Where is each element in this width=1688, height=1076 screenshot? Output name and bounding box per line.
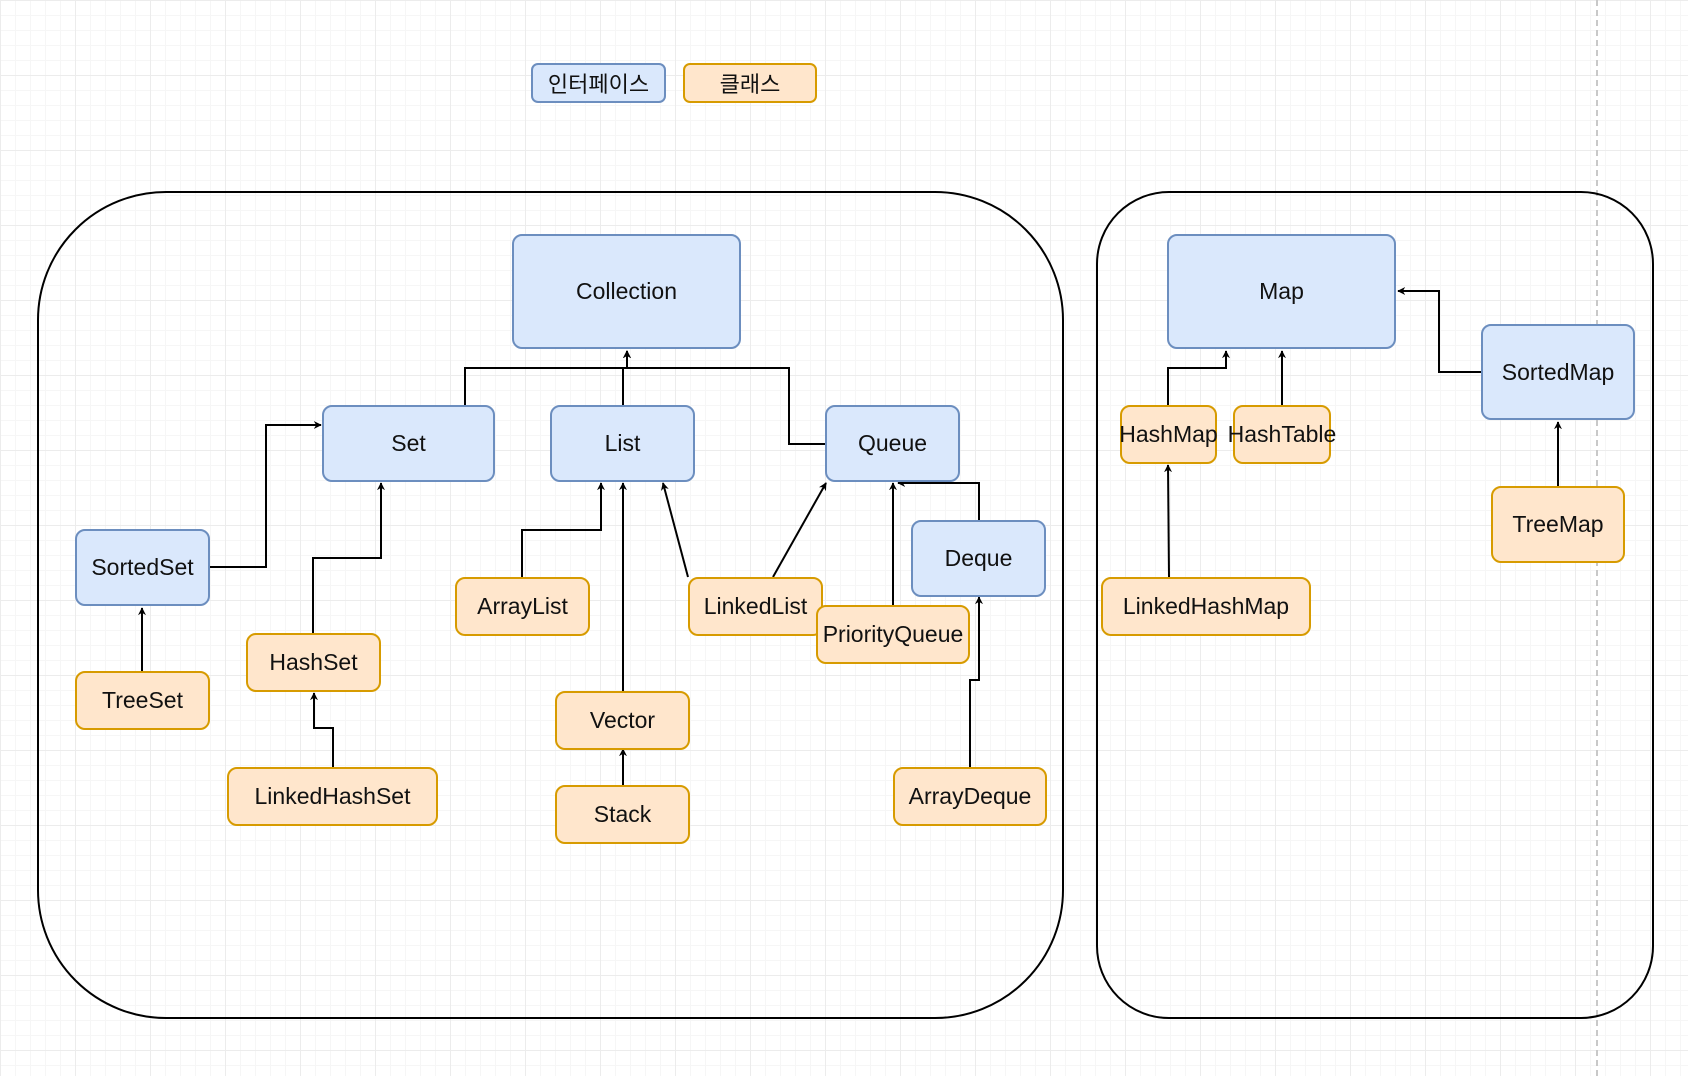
edge-sortedset-set bbox=[209, 421, 322, 568]
collection-group bbox=[37, 191, 1064, 1019]
node-treeset[interactable]: TreeSet bbox=[75, 671, 210, 730]
map-group bbox=[1096, 191, 1654, 1019]
edge-linkedhashset-hashset bbox=[310, 692, 334, 767]
legend-interface: 인터페이스 bbox=[531, 63, 666, 103]
node-vector[interactable]: Vector bbox=[555, 691, 690, 750]
node-deque[interactable]: Deque bbox=[911, 520, 1046, 597]
edge-linkedhashmap-hashmap bbox=[1164, 464, 1173, 578]
edge-linkedlist-list bbox=[660, 482, 689, 578]
node-hashtable[interactable]: HashTable bbox=[1228, 405, 1336, 464]
edge-deque-queue bbox=[897, 479, 980, 522]
node-collection[interactable]: Collection bbox=[512, 234, 741, 349]
node-sortedmap[interactable]: SortedMap bbox=[1481, 324, 1635, 420]
node-linkedhashset[interactable]: LinkedHashSet bbox=[227, 767, 438, 826]
node-sortedset[interactable]: SortedSet bbox=[75, 529, 210, 606]
node-queue[interactable]: Queue bbox=[825, 405, 960, 482]
node-hashset[interactable]: HashSet bbox=[246, 633, 381, 692]
node-treemap[interactable]: TreeMap bbox=[1491, 486, 1625, 563]
node-priorityqueue[interactable]: PriorityQueue bbox=[816, 605, 970, 664]
node-arraylist[interactable]: ArrayList bbox=[455, 577, 590, 636]
node-stack[interactable]: Stack bbox=[555, 785, 690, 844]
node-linkedlist[interactable]: LinkedList bbox=[688, 577, 823, 636]
edge-sortedmap-map bbox=[1397, 287, 1481, 373]
legend-class: 클래스 bbox=[683, 63, 817, 103]
edge-queue-collection bbox=[623, 350, 826, 445]
edge-linkedlist-queue bbox=[772, 482, 827, 578]
edge-arraylist-list bbox=[521, 482, 605, 577]
node-linkedhashmap[interactable]: LinkedHashMap bbox=[1101, 577, 1311, 636]
edge-arraydeque-deque bbox=[969, 596, 983, 767]
node-set[interactable]: Set bbox=[322, 405, 495, 482]
node-map[interactable]: Map bbox=[1167, 234, 1396, 349]
edge-hashset-set bbox=[312, 482, 385, 633]
node-hashmap[interactable]: HashMap bbox=[1119, 405, 1218, 464]
edge-set-collection bbox=[464, 350, 631, 406]
node-list[interactable]: List bbox=[550, 405, 695, 482]
edge-hashmap-map bbox=[1167, 350, 1230, 406]
node-arraydeque[interactable]: ArrayDeque bbox=[893, 767, 1047, 826]
